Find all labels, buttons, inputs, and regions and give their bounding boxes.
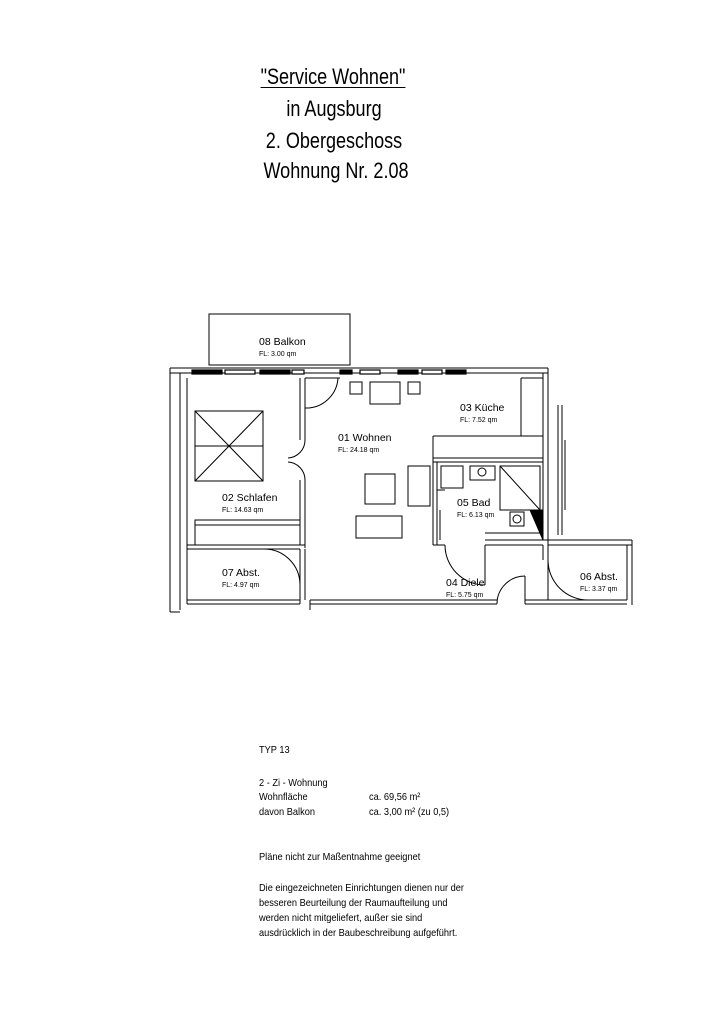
hinweis-line-2: besseren Beurteilung der Raumaufteilung … [259,897,448,909]
room-area-abst-07: FL: 4.97 qm [222,582,260,589]
balcony-outline [208,313,351,366]
title-line-1: "Service Wohnen" [260,64,406,89]
room-area-schlafen: FL: 14.63 qm [222,507,263,514]
room-name-schlafen: 02 Schlafen [222,492,278,504]
room-area-diele: FL: 5.75 qm [446,592,484,599]
room-name-diele: 04 Diele [446,577,485,589]
balkon-label: davon Balkon [259,806,316,818]
title-line-2: in Augsburg [286,96,382,121]
room-name-bad: 05 Bad [457,497,490,509]
outer-walls [169,367,633,613]
title-line-4: Wohnung Nr. 2.08 [263,158,409,183]
room-name-wohnen: 01 Wohnen [338,432,392,444]
hinweis-line-3: werden nicht mitgeliefert, außer sie sin… [259,912,423,924]
room-name-abst-06: 06 Abst. [580,571,618,583]
room-name-balkon: 08 Balkon [259,336,306,348]
furniture [194,381,544,546]
room-area-wohnen: FL: 24.18 qm [338,447,379,454]
doors [264,377,589,605]
room-name-kueche: 03 Küche [460,402,505,414]
room-area-balkon: FL: 3.00 qm [259,351,297,358]
hinweis-line-1: Die eingezeichneten Einrichtungen dienen… [259,882,464,894]
hinweis-line-4: ausdrücklich in der Baubeschreibung aufg… [259,927,458,939]
windows [191,369,467,375]
balkon-value: ca. 3,00 m² (zu 0,5) [369,806,450,818]
hinweis-masse: Pläne nicht zur Maßentnahme geeignet [259,851,421,863]
room-area-abst-06: FL: 3.37 qm [580,586,618,593]
wohnflaeche-value: ca. 69,56 m² [369,791,421,803]
typ-label: TYP 13 [259,744,290,756]
room-area-bad: FL: 6.13 qm [457,512,495,519]
title-line-3: 2. Obergeschoss [265,128,403,153]
wohnflaeche-label: Wohnfläche [259,791,308,803]
room-name-abst-07: 07 Abst. [222,567,260,579]
wohnung-typ: 2 - Zi - Wohnung [259,777,328,789]
room-area-kueche: FL: 7.52 qm [460,417,498,424]
